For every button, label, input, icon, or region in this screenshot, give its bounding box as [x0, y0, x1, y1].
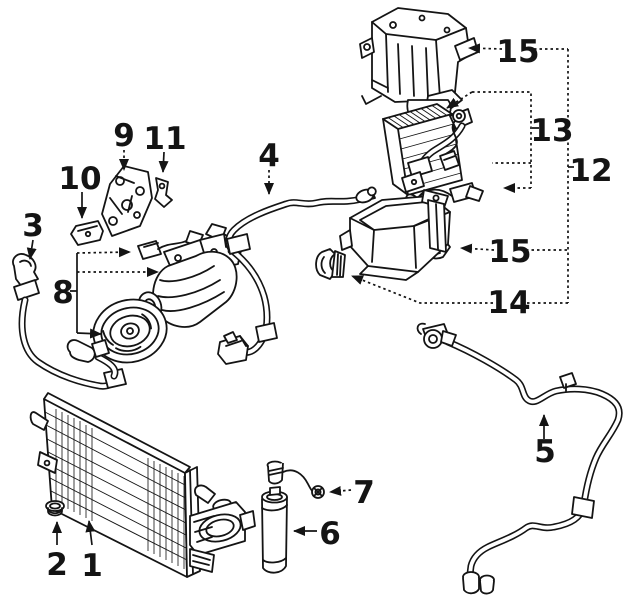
callout-14: 14 — [487, 285, 530, 321]
receiver-drier-drawing — [261, 486, 288, 574]
callout-8: 8 — [52, 275, 74, 311]
liquid-hose-drawing — [416, 322, 623, 595]
callout-2: 2 — [46, 547, 68, 583]
callout-labels: 1 2 3 4 5 6 7 8 9 10 11 12 13 14 15 15 — [22, 34, 612, 584]
ac-pipe-drawing — [217, 186, 377, 365]
pressure-switch-drawing — [266, 460, 325, 499]
condenser-fins — [55, 409, 185, 569]
callout-1: 1 — [81, 548, 103, 584]
bracket-drawing — [154, 177, 173, 208]
case-clip-drawing — [315, 248, 346, 280]
callout-4: 4 — [258, 138, 280, 174]
callout-12: 12 — [569, 153, 612, 189]
callout-10: 10 — [58, 161, 101, 197]
condenser-drawing — [29, 392, 256, 578]
callout-9: 9 — [113, 118, 135, 154]
callout-5: 5 — [534, 434, 556, 470]
callout-3: 3 — [22, 208, 44, 244]
callout-leaders — [26, 43, 574, 546]
callout-15-top: 15 — [496, 34, 539, 70]
callout-6: 6 — [319, 516, 341, 552]
callout-13: 13 — [530, 113, 573, 149]
callout-11: 11 — [143, 121, 186, 157]
core-top-fins — [387, 105, 448, 128]
callout-15-bottom: 15 — [488, 234, 531, 270]
heater-housing-lower-drawing — [339, 189, 451, 281]
mount-pad-drawing — [70, 220, 104, 246]
heater-housing-upper-drawing — [359, 7, 479, 126]
callout-7: 7 — [353, 475, 375, 511]
compressor-mount-plate-drawing — [101, 165, 153, 237]
clutch-pulley-drawing — [92, 298, 168, 364]
grommet-drawing — [45, 500, 65, 517]
